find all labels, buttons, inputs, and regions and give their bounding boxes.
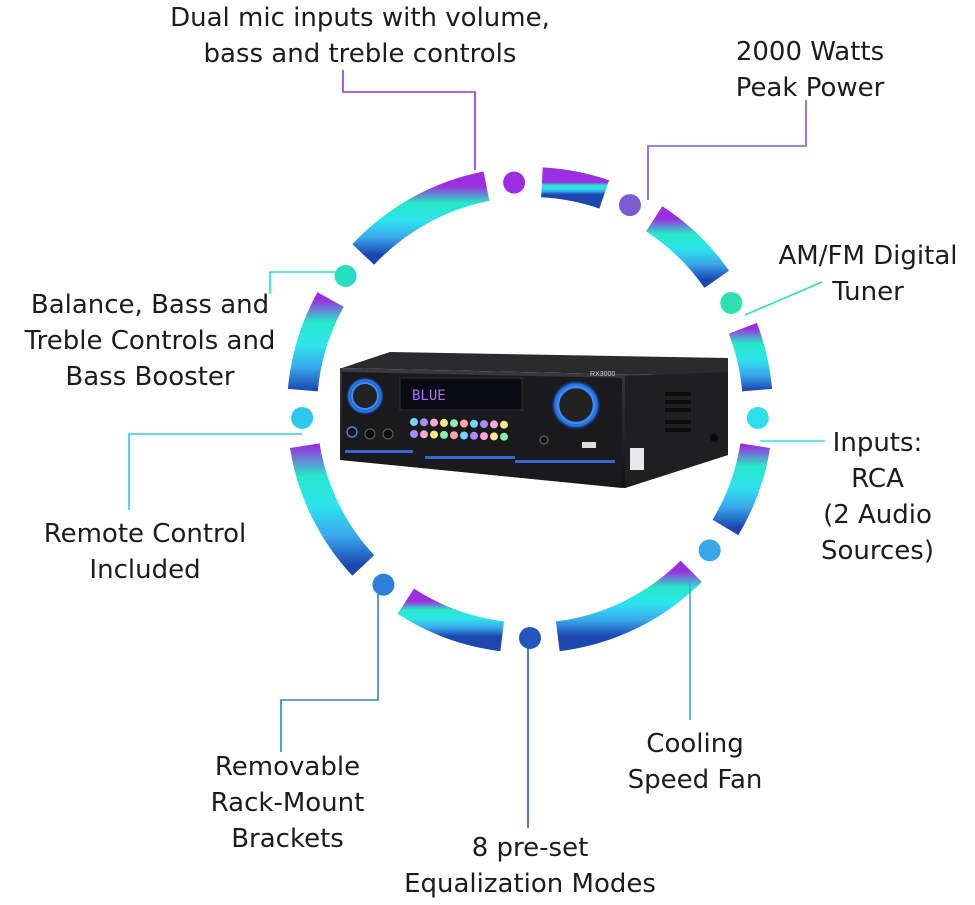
panel-button <box>480 420 488 429</box>
feature-label-mic: Dual mic inputs with volume,bass and tre… <box>170 3 550 69</box>
panel-button <box>440 430 448 439</box>
ring-segment <box>289 443 375 576</box>
ring-segment <box>555 560 702 652</box>
ring-segment <box>540 167 610 209</box>
ring-segment <box>287 292 344 392</box>
panel-button <box>500 432 508 441</box>
feature-dot-mic <box>503 171 526 194</box>
panel-button <box>450 431 458 440</box>
panel-button <box>470 431 478 440</box>
panel-button <box>410 430 418 438</box>
leader-lines <box>128 70 825 828</box>
panel-button <box>500 420 508 429</box>
feature-dot-tuner <box>720 291 743 314</box>
ring <box>287 167 773 652</box>
panel-button <box>490 432 498 441</box>
panel-button <box>430 430 438 439</box>
panel-button <box>450 419 458 428</box>
panel-button <box>470 419 478 428</box>
feature-dot-balance <box>334 264 357 287</box>
amplifier-image: BLUE RX3000 <box>340 352 728 488</box>
feature-dot-remote <box>291 406 314 429</box>
panel-button <box>460 431 468 440</box>
panel-button <box>490 420 498 429</box>
feature-dot-inputs <box>746 406 769 429</box>
ring-segment <box>352 171 490 265</box>
ring-segment <box>397 588 505 652</box>
feature-dot-power <box>618 194 641 217</box>
feature-dot-eq <box>519 627 541 649</box>
display-text: BLUE <box>412 388 446 404</box>
panel-button <box>480 432 488 441</box>
leader-line-tuner <box>744 281 823 316</box>
ring-segment <box>712 442 771 536</box>
panel-button <box>440 418 448 427</box>
leader-line-mic <box>342 70 476 170</box>
panel-button <box>420 430 428 439</box>
feature-dot-brackets <box>372 573 395 596</box>
panel-button <box>460 419 468 428</box>
leader-line-power <box>647 100 807 200</box>
ring-segment <box>645 206 730 289</box>
ring-segment <box>728 322 773 392</box>
leader-line-brackets <box>280 585 379 752</box>
leader-line-remote <box>128 433 302 510</box>
panel-button <box>420 418 428 427</box>
feature-dot-fan <box>698 539 721 562</box>
model-text: RX3000 <box>590 371 615 378</box>
feature-dots <box>291 171 769 649</box>
panel-button <box>430 418 438 427</box>
panel-button <box>410 418 418 426</box>
